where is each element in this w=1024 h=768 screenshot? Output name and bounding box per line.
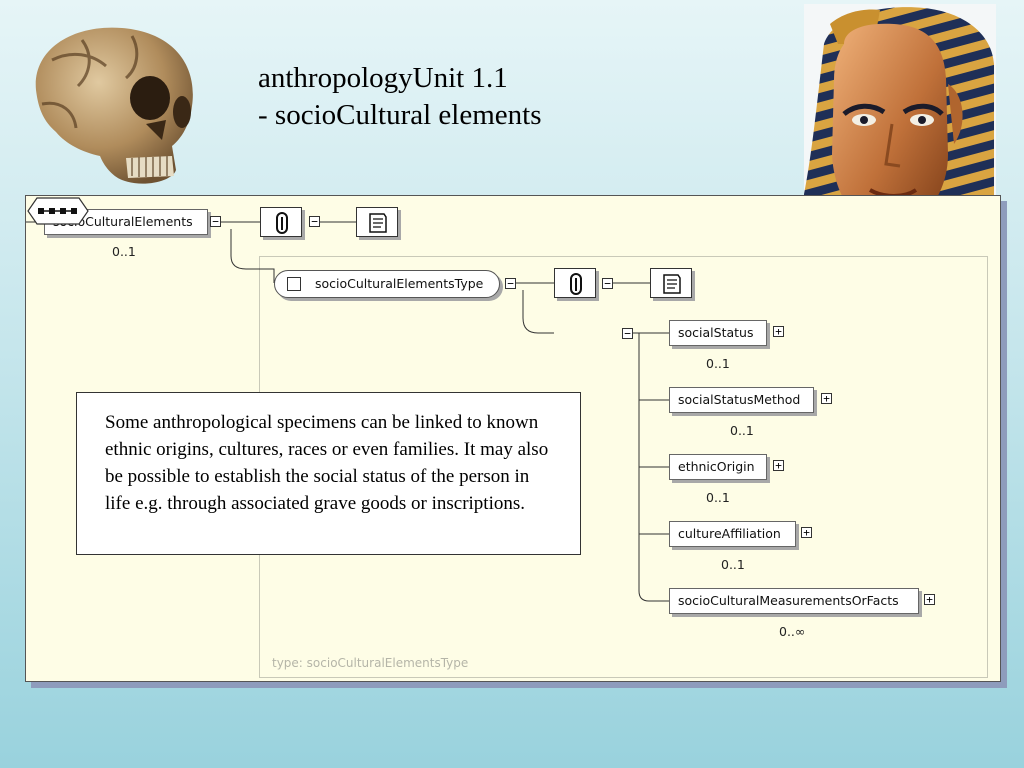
skull-image bbox=[35, 27, 193, 184]
child-cardinality: 0..1 bbox=[706, 490, 730, 505]
annotation-icon[interactable] bbox=[260, 207, 302, 237]
minus-toggle-icon[interactable]: − bbox=[602, 278, 613, 289]
child-element-label: socialStatusMethod bbox=[678, 392, 801, 407]
minus-toggle-icon[interactable]: − bbox=[622, 328, 633, 339]
minus-toggle-icon[interactable]: − bbox=[505, 278, 516, 289]
root-cardinality: 0..1 bbox=[112, 244, 136, 259]
annotation-icon[interactable] bbox=[554, 268, 596, 298]
child-cardinality: 0..1 bbox=[730, 423, 754, 438]
child-element-label: ethnicOrigin bbox=[678, 459, 755, 474]
child-cardinality: 0..1 bbox=[706, 356, 730, 371]
child-element-socio-cultural-measurements[interactable]: socioCulturalMeasurementsOrFacts bbox=[669, 588, 919, 614]
root-element-label: socioCulturalElements bbox=[53, 214, 193, 229]
minus-toggle-icon[interactable]: − bbox=[210, 216, 221, 227]
child-element-label: socioCulturalMeasurementsOrFacts bbox=[678, 593, 899, 608]
connector-lines bbox=[26, 221, 669, 602]
complex-type-label: socioCulturalElementsType bbox=[315, 276, 484, 291]
title-line-2: - socioCultural elements bbox=[258, 99, 542, 131]
child-element-social-status[interactable]: socialStatus bbox=[669, 320, 767, 346]
plus-toggle-icon[interactable]: + bbox=[801, 527, 812, 538]
child-element-label: cultureAffiliation bbox=[678, 526, 781, 541]
plus-toggle-icon[interactable]: + bbox=[773, 460, 784, 471]
child-element-ethnic-origin[interactable]: ethnicOrigin bbox=[669, 454, 767, 480]
type-caption: type: socioCulturalElementsType bbox=[272, 656, 469, 670]
plus-toggle-icon[interactable]: + bbox=[924, 594, 935, 605]
minus-toggle-icon[interactable]: − bbox=[309, 216, 320, 227]
description-text: Some anthropological specimens can be li… bbox=[105, 412, 549, 514]
child-element-social-status-method[interactable]: socialStatusMethod bbox=[669, 387, 814, 413]
documentation-icon[interactable] bbox=[356, 207, 398, 237]
sequence-compositor-icon[interactable] bbox=[26, 196, 90, 226]
description-callout: Some anthropological specimens can be li… bbox=[76, 392, 581, 555]
child-element-culture-affiliation[interactable]: cultureAffiliation bbox=[669, 521, 796, 547]
title-line-1: anthropologyUnit 1.1 bbox=[258, 62, 508, 94]
plus-toggle-icon[interactable]: + bbox=[773, 326, 784, 337]
plus-toggle-icon[interactable]: + bbox=[821, 393, 832, 404]
child-element-label: socialStatus bbox=[678, 325, 754, 340]
child-cardinality: 0..∞ bbox=[779, 624, 806, 639]
documentation-icon[interactable] bbox=[650, 268, 692, 298]
complex-type-icon bbox=[287, 277, 301, 291]
child-cardinality: 0..1 bbox=[721, 557, 745, 572]
slide-title: anthropologyUnit 1.1 - socioCultural ele… bbox=[258, 60, 542, 134]
complex-type-node[interactable]: socioCulturalElementsType bbox=[274, 270, 500, 298]
